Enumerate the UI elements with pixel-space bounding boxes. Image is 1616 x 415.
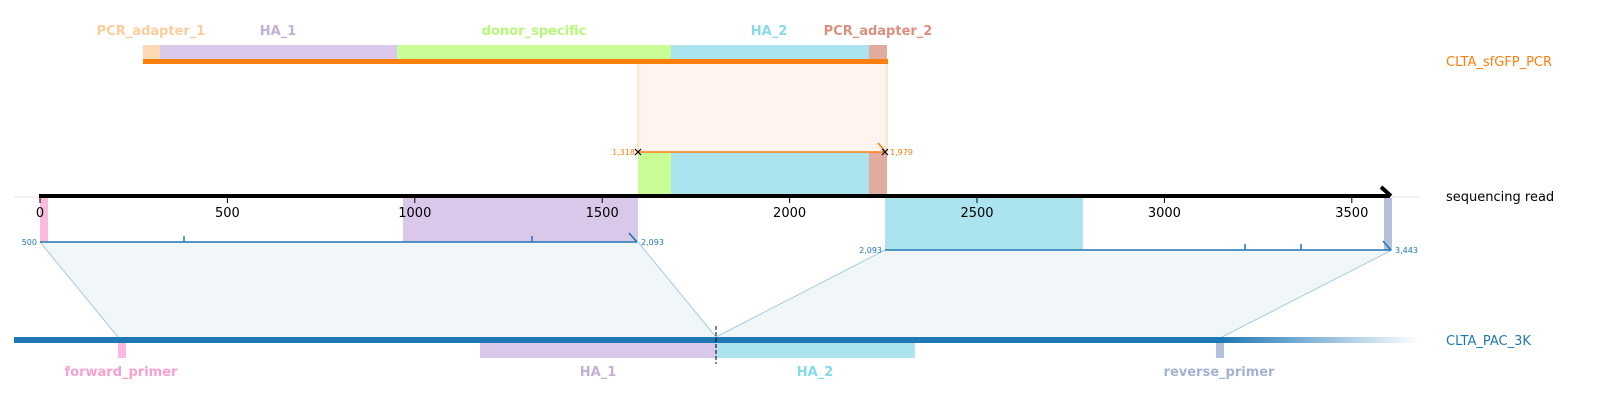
feature-label-ha1-bottom: HA_1	[580, 365, 617, 380]
bottom-feature-reverse-primer-block	[1216, 343, 1224, 358]
bottom-feature-ha2-block	[716, 343, 915, 358]
read-tick-label: 2000	[773, 206, 806, 221]
read-feature-donor-block	[638, 152, 671, 196]
read-name: sequencing read	[1446, 190, 1554, 205]
pac-alignment-1-edge-left	[39, 241, 119, 338]
bottom-reference-bar-fade	[1222, 337, 1420, 343]
pcr-alignment-end-label: 1,979	[890, 148, 913, 157]
sequencing-read: 0 500 1000 1500 2000 2500 3000 3500 sequencing …	[14, 185, 1554, 250]
bottom-reference: forward_primer HA_1 HA_2 reverse_primer …	[14, 326, 1531, 380]
read-arrow-head	[1379, 185, 1393, 198]
pac-alignment-2-edge-right	[1221, 249, 1393, 338]
top-reference-name: CLTA_sfGFP_PCR	[1446, 55, 1552, 70]
feature-label-reverse-primer: reverse_primer	[1164, 365, 1276, 380]
pac-alignment-1-edge-right	[637, 241, 717, 338]
bottom-feature-forward-primer-block	[118, 343, 126, 358]
pac-alignment-2: 2,093 3,443	[715, 240, 1418, 338]
read-feature-pcr-adapter-2-block	[869, 152, 887, 196]
read-tick-label: 3500	[1335, 206, 1368, 221]
feature-donor-block	[397, 45, 671, 60]
feature-label-ha2-top: HA_2	[751, 24, 788, 39]
pac-alignment-2-end-label: 3,443	[1395, 246, 1418, 255]
pcr-alignment-start-marker	[634, 148, 642, 156]
bottom-reference-name: CLTA_PAC_3K	[1446, 334, 1531, 349]
pac-alignment-2-start-label: 2,093	[859, 246, 882, 255]
pac-alignment-1-arrow	[628, 232, 638, 243]
read-tick-label: 2500	[960, 206, 993, 221]
read-tick-label: 500	[215, 206, 240, 221]
feature-ha2-block	[671, 45, 869, 60]
pac-alignment-1-shading	[40, 242, 716, 337]
feature-pcr-adapter-2-block	[869, 45, 887, 60]
top-reference-bar	[143, 59, 888, 64]
read-tick-label: 1500	[586, 206, 619, 221]
read-feature-ha1-block	[403, 198, 638, 242]
pcr-alignment: 1,318 1,979	[612, 64, 913, 196]
read-feature-reverse-primer-block	[1384, 198, 1392, 250]
feature-pcr-adapter-1-block	[143, 45, 160, 60]
feature-label-pcr-adapter-2: PCR_adapter_2	[824, 24, 933, 39]
bottom-feature-ha1-block	[480, 343, 716, 358]
read-feature-forward-primer-block	[40, 198, 48, 242]
read-tick-label: 1000	[398, 206, 431, 221]
pac-alignment-1-end-label: 2,093	[641, 238, 664, 247]
feature-label-pcr-adapter-1: PCR_adapter_1	[97, 24, 206, 39]
pcr-alignment-arrow	[877, 142, 887, 153]
pcr-alignment-start-label: 1,318	[612, 148, 635, 157]
feature-label-ha2-bottom: HA_2	[797, 365, 834, 380]
read-tick-label: 3000	[1148, 206, 1181, 221]
read-feature-ha2-block	[671, 152, 869, 196]
feature-label-donor-specific: donor_specific	[482, 24, 587, 39]
pcr-alignment-end-marker	[881, 148, 889, 156]
pac-alignment-2-edge-left	[715, 249, 886, 338]
feature-label-forward-primer: forward_primer	[65, 365, 179, 380]
feature-ha1-block	[160, 45, 397, 60]
read-tick-label: 0	[36, 206, 44, 221]
bottom-reference-bar	[14, 337, 1224, 343]
read-feature-ha2-block-lower	[885, 198, 1083, 250]
pac-alignment-2-arrow	[1382, 240, 1392, 251]
feature-label-ha1-top: HA_1	[260, 24, 297, 39]
pcr-alignment-shading	[638, 64, 887, 152]
pac-alignment-1: 500 2,093	[22, 232, 717, 338]
read-ticks: 0 500 1000 1500 2000 2500 3000 3500	[36, 198, 1368, 221]
pac-alignment-1-start-label: 500	[22, 238, 37, 247]
pac-alignment-2-shading	[716, 250, 1392, 337]
top-reference: PCR_adapter_1 HA_1 donor_specific HA_2 P…	[97, 24, 1552, 70]
